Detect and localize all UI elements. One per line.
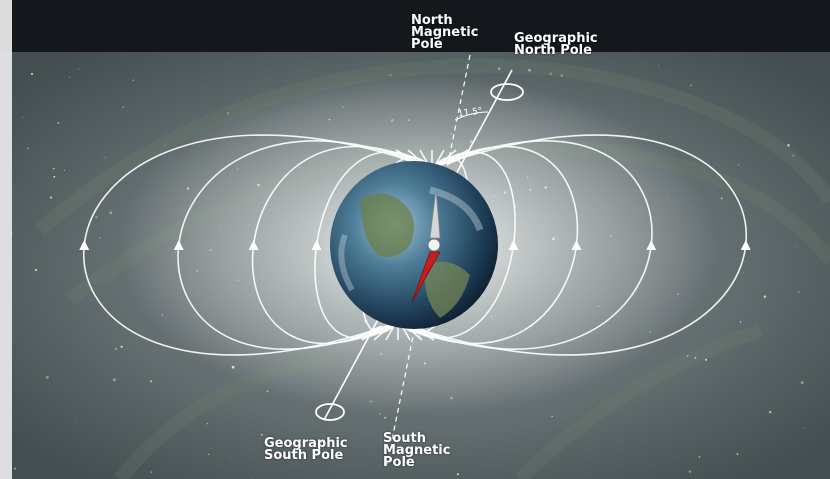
pole-convergence-line xyxy=(439,149,457,165)
north-magnetic-pole-line-3: Pole xyxy=(411,37,443,52)
north-rotation-ring xyxy=(490,83,524,101)
field-arrow xyxy=(79,240,90,250)
south-rotation-ring xyxy=(315,403,345,421)
north-magnetic-pole-line-1: North xyxy=(411,13,453,28)
compass-needle-icon xyxy=(411,189,441,303)
top-band xyxy=(0,0,830,52)
geographic-north-pole-line-1: Geographic xyxy=(514,31,598,46)
pole-convergence-line xyxy=(373,325,391,341)
south-magnetic-pole-line-3: Pole xyxy=(383,455,415,470)
north-magnetic-pole-line-2: Magnetic xyxy=(411,25,479,40)
south-magnetic-pole-label: South Magnetic Pole xyxy=(383,431,451,470)
earth-globe-icon xyxy=(330,161,498,329)
geographic-south-pole-line-1: Geographic xyxy=(264,436,348,451)
north-magnetic-pole-label: North Magnetic Pole xyxy=(411,13,479,52)
geographic-north-pole-label: Geographic North Pole xyxy=(514,31,598,58)
pole-convergence-line xyxy=(349,325,383,341)
field-arrow xyxy=(740,240,751,250)
south-magnetic-pole-line-2: Magnetic xyxy=(383,443,451,458)
pole-convergence-line xyxy=(435,149,445,165)
pole-convergence-line xyxy=(419,149,429,165)
field-arrow xyxy=(571,240,582,250)
field-arrow xyxy=(173,240,184,250)
tilt-angle-arc xyxy=(454,111,489,121)
left-margin xyxy=(0,0,12,479)
pole-convergence-line xyxy=(447,149,481,165)
pole-convergence-line xyxy=(385,325,395,341)
geographic-north-pole-line-2: North Pole xyxy=(514,43,592,58)
geographic-south-pole-line-2: South Pole xyxy=(264,448,344,463)
field-arrow xyxy=(508,240,519,250)
geographic-south-pole-label: Geographic South Pole xyxy=(264,436,348,463)
field-arrow xyxy=(311,240,322,250)
pole-convergence-line xyxy=(361,325,387,341)
field-arrow xyxy=(646,240,657,250)
pole-convergence-line xyxy=(401,325,411,341)
field-arrow xyxy=(248,240,259,250)
south-magnetic-pole-line-1: South xyxy=(383,431,427,446)
